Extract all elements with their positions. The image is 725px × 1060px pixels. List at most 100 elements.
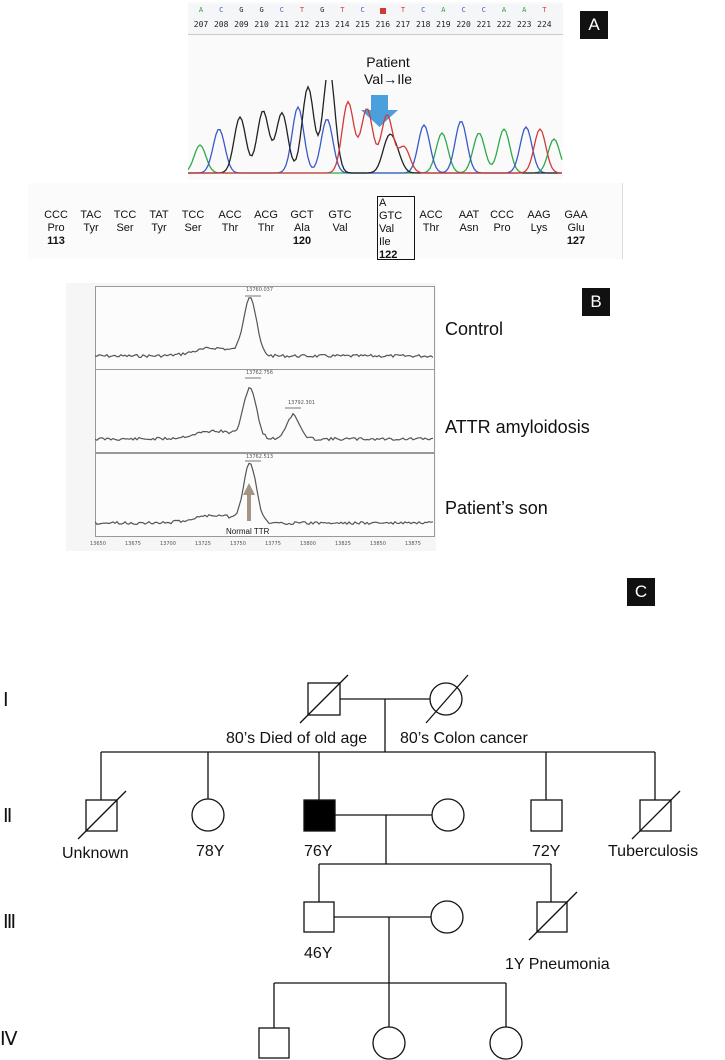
gen2-76y-affected	[303, 799, 336, 832]
gen2-unknown-deceased	[77, 790, 127, 840]
codon-amino-acid: Ser	[116, 222, 134, 234]
mutation-annotation: Patient Val→Ile	[348, 54, 428, 88]
x-tick: 13825	[335, 541, 351, 547]
codon-triplet: GCT	[290, 209, 314, 221]
base-call-strip	[188, 4, 563, 35]
mass-spec-traces	[95, 295, 433, 526]
base-position: 217	[395, 20, 411, 29]
base-position: 209	[234, 20, 249, 29]
x-tick: 13875	[405, 541, 421, 547]
base-call: A	[522, 6, 527, 14]
base-call: C	[481, 6, 486, 14]
x-tick: 13675	[125, 541, 141, 547]
base-call: C	[421, 6, 426, 14]
codon-triplet: CCC	[44, 209, 68, 221]
codon-triplet: GAA	[564, 209, 588, 221]
base-call: A	[501, 6, 507, 14]
generation-3: Ⅲ	[3, 912, 17, 933]
panel-label-c: C	[627, 578, 655, 606]
gen2-label-78y: 78Y	[196, 843, 225, 860]
codon-triplet: GTC	[379, 210, 403, 222]
base-position: 207	[193, 20, 209, 29]
base-position: 210	[254, 20, 269, 29]
generation-4: Ⅳ	[0, 1029, 18, 1050]
gen1-father-label: 80’s Died of old age	[226, 730, 368, 747]
base-position: 222	[496, 20, 512, 29]
base-position: 220	[456, 20, 471, 29]
trace-line	[188, 100, 563, 174]
sequence-background	[28, 183, 623, 259]
base-call: C	[360, 6, 365, 14]
gen2-label-unknown: Unknown	[62, 845, 129, 862]
base-call: A	[198, 6, 204, 14]
base-call: T	[542, 6, 547, 14]
codon-amino-acid: Val	[379, 223, 395, 235]
gen3-label-46y: 46Y	[304, 945, 333, 962]
peak-label-son: 13762.513	[246, 454, 274, 460]
codon-amino-acid: Ala	[294, 222, 310, 234]
codon-triplet: TCC	[181, 209, 205, 221]
gen1-father-deceased	[299, 674, 349, 724]
base-call: C	[279, 6, 284, 14]
base-position: 215	[355, 20, 370, 29]
codon-triplet: TAT	[149, 209, 169, 221]
codon-amino-acid: Thr	[221, 222, 239, 234]
panel-label-b: B	[582, 288, 610, 316]
base-position: 211	[274, 20, 290, 29]
codon-amino-acid: Pro	[47, 222, 65, 234]
peak-label-attr-2: 13792.301	[288, 400, 316, 406]
codon-122-box	[377, 196, 415, 260]
gen2-tb-deceased	[631, 790, 681, 840]
codon-triplet: TAC	[80, 209, 102, 221]
base-position: 218	[415, 20, 431, 29]
x-tick: 13850	[370, 541, 386, 547]
x-tick: 13775	[265, 541, 281, 547]
peak-label-attr: 13762.756	[246, 370, 274, 376]
codon-amino-acid: Pro	[493, 222, 511, 234]
base-call: A	[441, 6, 446, 14]
chromatogram-traces	[188, 80, 563, 174]
gen4-daughter-2	[489, 1026, 523, 1060]
codon-amino-acid: Val	[332, 222, 348, 234]
gen2-72y	[530, 799, 563, 832]
normal-ttr-arrow-head	[243, 483, 255, 495]
codon-amino-acid: Tyr	[83, 222, 99, 234]
label-patients-son: Patient’s son	[445, 498, 548, 518]
x-tick: 13800	[300, 541, 316, 547]
base-position: 216	[375, 20, 391, 29]
base-position: 221	[476, 20, 492, 29]
base-call: C	[219, 6, 224, 14]
base-position: 223	[516, 20, 532, 29]
codon-amino-acid: Thr	[257, 222, 275, 234]
base-call: G	[239, 6, 244, 14]
annotation-patient: Patient	[366, 54, 410, 70]
trace-lines	[188, 80, 563, 174]
gen3-spouse	[430, 900, 464, 934]
gen3-46y	[303, 901, 335, 933]
codon-amino-acid: Thr	[422, 222, 440, 234]
codon-triplet: TCC	[113, 209, 137, 221]
codon-triplet: AAG	[527, 209, 551, 221]
codon-triplet: AAT	[458, 209, 480, 221]
codon-number: 113	[47, 235, 65, 247]
peak-label-control: 13760.037	[246, 287, 274, 293]
codon-mutant-amino-acid: Ile	[379, 236, 391, 248]
normal-ttr-label: Normal TTR	[226, 527, 270, 536]
base-position: 213	[314, 20, 330, 29]
codon-number: 122	[379, 249, 398, 261]
codon-amino-acid: Asn	[459, 222, 479, 234]
codon-amino-acid: Ser	[184, 222, 202, 234]
gen3-label-1y-pneumonia: 1Y Pneumonia	[505, 956, 610, 973]
